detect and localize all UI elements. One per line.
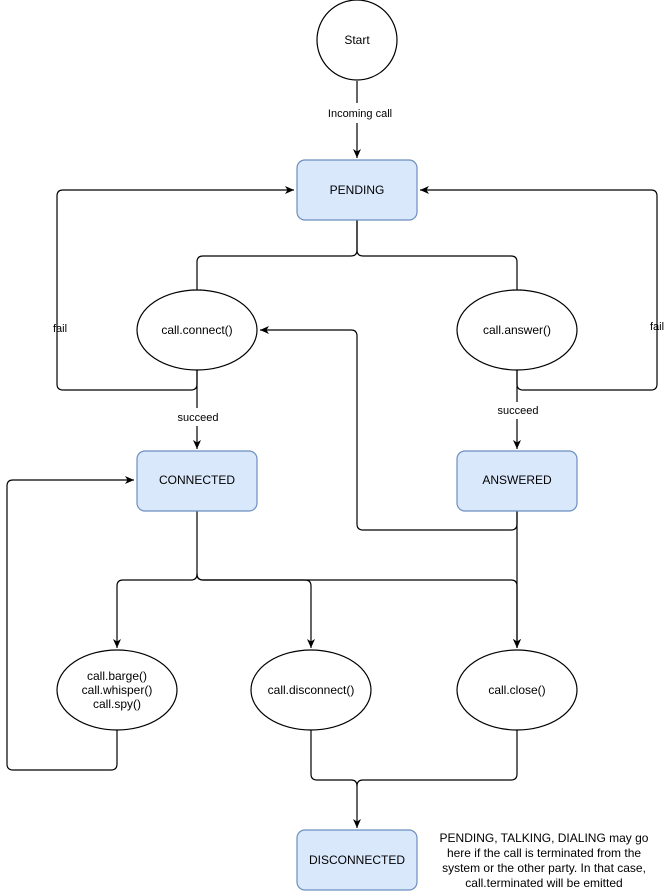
label-succeed-left: succeed	[178, 412, 219, 424]
edge-answered-connect	[260, 326, 518, 531]
edge-disconnect-disconnected	[310, 730, 361, 828]
close-label: call.close()	[488, 683, 545, 697]
answered-state: ANSWERED	[456, 450, 578, 512]
edge-connected-barge	[113, 511, 198, 648]
note-line-3: system or the other party. In that case,	[442, 861, 646, 875]
pending-state: PENDING	[296, 159, 418, 221]
edge-pending-answer	[356, 220, 521, 298]
spy-label: call.spy()	[93, 697, 141, 711]
edge-close-disconnected	[356, 730, 518, 787]
disconnect-action: call.disconnect()	[250, 649, 372, 731]
edge-pending-connect	[193, 220, 358, 298]
connected-state: CONNECTED	[136, 450, 258, 512]
edge-labels: Incoming call fail fail succeed succeed	[53, 108, 664, 424]
label-fail-left: fail	[53, 323, 67, 335]
edge-connected-close	[196, 573, 521, 648]
edge-connect-fail-pending	[56, 186, 294, 391]
disconnected-label: DISCONNECTED	[309, 853, 405, 867]
edge-answer-fail-pending	[420, 186, 658, 391]
whisper-label: call.whisper()	[82, 683, 153, 697]
edge-barge-connected	[6, 476, 134, 771]
note-line-2: here if the call is terminated from the	[447, 846, 641, 860]
barge-label: call.barge()	[87, 669, 147, 683]
connected-label: CONNECTED	[159, 473, 235, 487]
answer-label: call.answer()	[483, 323, 551, 337]
close-action: call.close()	[456, 649, 578, 731]
barge-action: call.barge() call.whisper() call.spy()	[56, 649, 178, 731]
nodes: Start PENDING call.connect() call.answer…	[56, 0, 578, 891]
label-fail-right: fail	[650, 321, 664, 333]
label-succeed-right: succeed	[498, 405, 539, 417]
connect-label: call.connect()	[161, 323, 232, 337]
note-line-4: call.terminated will be emitted	[465, 876, 622, 890]
connect-action: call.connect()	[136, 289, 258, 371]
edges	[6, 81, 658, 828]
answer-action: call.answer()	[456, 289, 578, 371]
edge-connected-disconnect	[196, 573, 315, 648]
start-node: Start	[316, 0, 398, 81]
termination-note: PENDING, TALKING, DIALING may go here if…	[440, 831, 649, 890]
disconnected-state: DISCONNECTED	[296, 829, 418, 891]
label-incoming-call: Incoming call	[328, 108, 392, 120]
note-line-1: PENDING, TALKING, DIALING may go	[440, 831, 649, 845]
disconnect-label: call.disconnect()	[268, 683, 355, 697]
pending-label: PENDING	[330, 183, 385, 197]
answered-label: ANSWERED	[482, 473, 552, 487]
start-label: Start	[344, 33, 370, 47]
